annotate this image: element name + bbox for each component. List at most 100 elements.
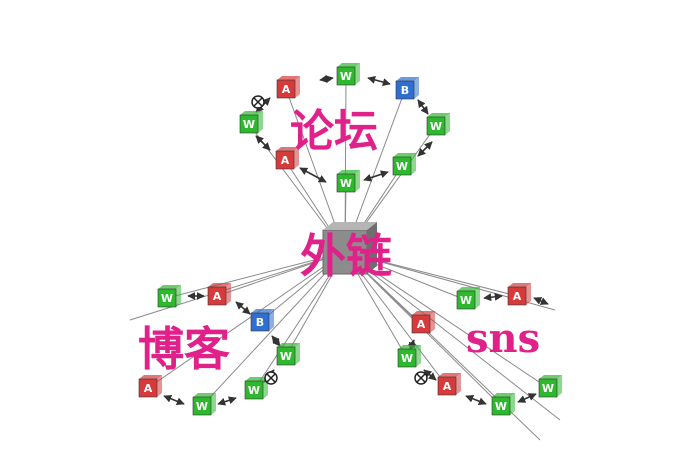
cube-node-icon: W [192,393,216,416]
cube-front [397,348,417,368]
cube-letter: W [542,382,554,395]
cube-front [276,346,296,366]
cube-node-icon: W [244,377,268,400]
cube-front [392,156,412,176]
cube-top [277,343,300,347]
cube-node-icon: W [426,113,450,136]
cube-side [526,283,531,305]
cube-node-icon: B [395,77,419,100]
cube-side [430,311,435,333]
cube-node-icon: W [336,63,360,86]
cube-top [457,287,480,291]
cube-side [355,170,360,192]
arrow-icon [533,297,549,305]
cube-top [337,170,360,174]
cube-top [508,283,531,287]
cube-front [437,376,457,396]
cube-letter: W [280,350,292,363]
cube-front [138,378,158,398]
cube-top [337,63,360,67]
cube-side [157,375,162,397]
cube-node-icon: A [437,373,461,396]
cube-letter: W [401,352,413,365]
cube-front [336,66,356,86]
blog-label: 博客 [138,322,230,376]
arrow-icon [465,394,487,406]
cube-letter: W [248,384,260,397]
cube-top [193,393,216,397]
cube-letter: W [495,400,507,413]
cube-node-icon: W [397,345,421,368]
cube-side [294,147,299,169]
cube-node-icon: W [157,285,181,308]
arrow-icon [363,170,389,182]
cross-circle-icon [251,95,265,109]
cube-front [395,80,415,100]
cube-top [398,345,421,349]
cube-node-icon: A [138,375,162,398]
cube-side [414,77,419,99]
cube-side [557,375,562,397]
cube-node-icon: W [392,153,416,176]
cube-side [269,309,274,331]
cube-node-icon: A [207,283,231,306]
cube-side [411,153,416,175]
cross-circle-icon [264,371,278,385]
arrow-icon [271,335,281,347]
cube-letter: W [460,294,472,307]
cube-front [207,286,227,306]
cube-side [445,113,450,135]
cube-side [510,393,515,415]
cube-side [295,76,300,98]
cube-front [275,150,295,170]
cube-letter: A [213,290,222,303]
sns-label: sns [466,315,540,362]
cube-front [538,378,558,398]
cube-letter: A [144,382,153,395]
cube-top [276,147,299,151]
cube-front [276,79,296,99]
link-line [201,251,346,407]
cube-top [393,153,416,157]
link-line [344,251,561,421]
cube-letter: A [282,83,291,96]
arrow-icon [417,99,429,115]
cube-front [192,396,212,416]
cube-front [157,288,177,308]
cube-node-icon: W [239,111,263,134]
cube-node-icon: W [491,393,515,416]
link-line [147,251,346,389]
cube-top [412,311,435,315]
cube-letter: B [256,316,264,329]
cube-node-icon: W [538,375,562,398]
arrow-icon [367,76,391,86]
arrow-icon [163,394,185,406]
cube-front [250,312,270,332]
cube-side [355,63,360,85]
forum-label: 论坛 [290,106,378,157]
cube-letter: A [513,290,522,303]
cube-node-icon: B [250,309,274,332]
arrow-icon [483,292,503,302]
cube-side [211,393,216,415]
cube-node-icon: W [276,343,300,366]
link-line [253,251,346,391]
cube-top [539,375,562,379]
cube-side [416,345,421,367]
cube-front [507,286,527,306]
cube-node-icon: A [507,283,531,306]
cube-top [139,375,162,379]
cube-node-icon: A [411,311,435,334]
arrow-icon [217,396,237,406]
arrow-icon [255,135,271,151]
arrow-icon [319,74,334,84]
cube-top [277,76,300,80]
cube-letter: A [443,380,452,393]
cube-node-icon: W [336,170,360,193]
link-line [166,251,346,299]
cube-top [427,113,450,117]
cube-front [411,314,431,334]
cube-side [475,287,480,309]
